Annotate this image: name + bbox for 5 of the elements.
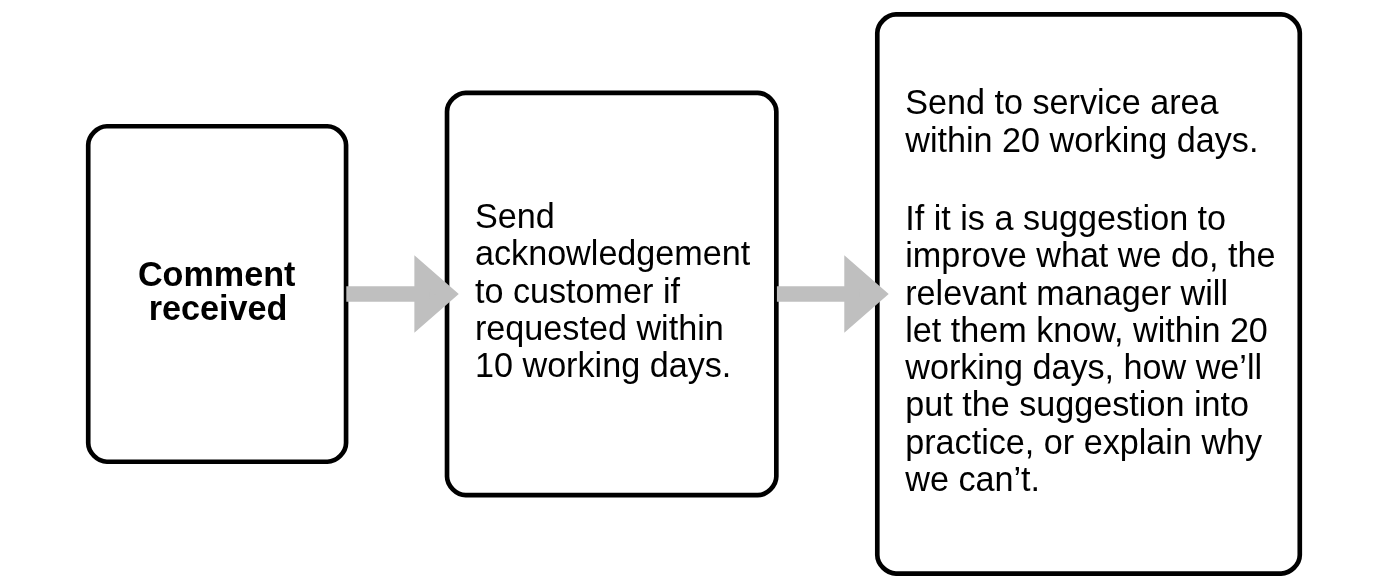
arrow [346,255,459,333]
node-box: Send to service area within 20 working days. If it is a suggestion to improve what we do, the relevant manager will let them know, within 20 working days, how we’ll put the suggestion into practice, or explain why we can’t. [874,12,1303,576]
node-box: Comment received [85,123,349,465]
node-box: Send acknowledgement to customer if requested within 10 working days. [444,90,779,498]
arrow [776,255,889,333]
